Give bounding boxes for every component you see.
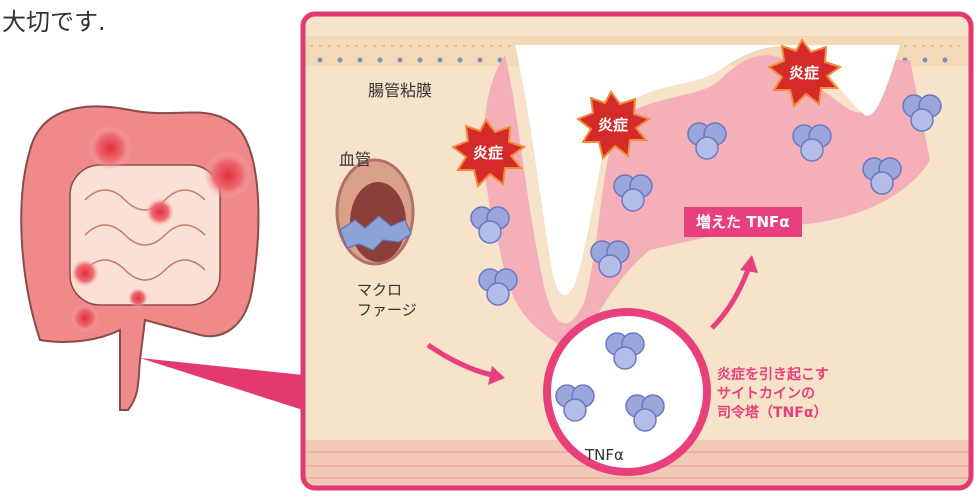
label-blood-vessel: 血管 bbox=[339, 150, 372, 169]
caption-fragment: 大切です. bbox=[2, 8, 106, 36]
zoom-pointer bbox=[140, 358, 303, 410]
label-mucosa: 腸管粘膜 bbox=[368, 81, 433, 100]
mucosa-cross-section bbox=[303, 14, 971, 488]
inflammation-burst bbox=[766, 38, 843, 108]
inflammation-spot bbox=[128, 288, 148, 308]
inflammation-spot bbox=[88, 126, 132, 170]
label-increased-tnf: 増えた TNFα bbox=[684, 207, 802, 237]
inflammation-spot bbox=[204, 151, 252, 199]
inflammation-spot bbox=[71, 259, 99, 287]
intestine-folds bbox=[84, 189, 206, 281]
macrophage bbox=[339, 215, 412, 251]
arrow-to-tnf bbox=[426, 342, 493, 378]
inflammation-label: 炎症 bbox=[472, 144, 503, 162]
arrow-to-increased bbox=[710, 269, 751, 330]
inflammation-burst bbox=[450, 118, 527, 188]
inflammation-spot bbox=[146, 198, 174, 226]
zoom-frame bbox=[300, 11, 974, 491]
label-cytokine-note: 炎症を引き起こす サイトカインの 司令塔（TNFα） bbox=[717, 367, 829, 421]
inflammation-burst bbox=[575, 90, 652, 160]
inflammation-spot bbox=[71, 304, 99, 332]
label-macrophage: マクロ ファージ bbox=[357, 281, 417, 319]
inflammation-label: 炎症 bbox=[597, 116, 628, 134]
inflammation-label: 炎症 bbox=[788, 64, 819, 82]
tnf-circle bbox=[543, 308, 711, 476]
intestine-illustration bbox=[20, 105, 260, 411]
label-tnf: TNFα bbox=[585, 446, 624, 464]
